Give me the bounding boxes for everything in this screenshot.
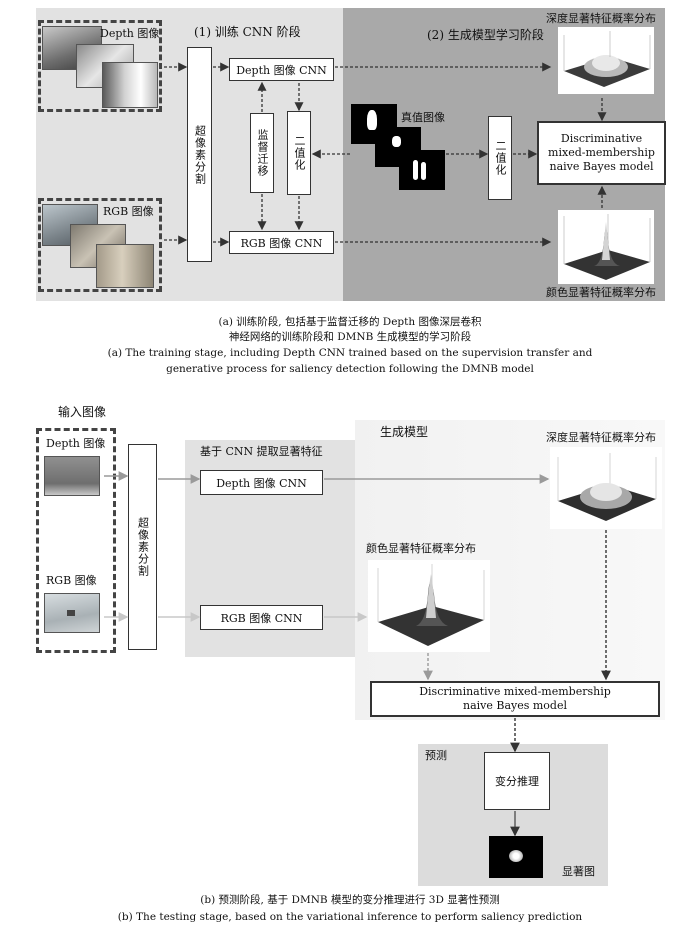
depth-cnn-label-a: Depth 图像 CNN <box>236 63 327 77</box>
rgb-cnn-label-a: RGB 图像 CNN <box>240 236 323 250</box>
color-dist-label-a: 颜色显著特征概率分布 <box>546 286 656 299</box>
depth-cnn-box-b: Depth 图像 CNN <box>200 470 323 495</box>
depth-photo-b <box>44 456 100 496</box>
gt-blob-2 <box>392 136 401 147</box>
generative-label: 生成模型 <box>380 425 429 439</box>
depth-input-label-b: Depth 图像 <box>46 437 106 450</box>
dmnb-label-b: Discriminative mixed-membership naive Ba… <box>419 684 611 712</box>
saliency-blob <box>509 850 523 862</box>
gt-blob-3 <box>413 160 418 180</box>
superpixel-box-b: 超像素分割 <box>128 444 157 650</box>
supervision-label: 监督迁移 <box>256 129 269 177</box>
depth-cnn-label-b: Depth 图像 CNN <box>216 476 307 490</box>
depth-dist-plot-a <box>558 27 654 94</box>
caption-b-line2: (b) The testing stage, based on the vari… <box>117 911 583 923</box>
depth-cnn-box-a: Depth 图像 CNN <box>229 58 334 81</box>
gt-blob-1 <box>367 110 377 130</box>
rgb-input-group <box>38 198 162 292</box>
binarize-label-a: 二值化 <box>293 135 306 171</box>
rgb-input-label: RGB 图像 <box>103 205 154 218</box>
rgb-cnn-box-a: RGB 图像 CNN <box>229 231 334 254</box>
depth-dist-label-a: 深度显著特征概率分布 <box>546 12 656 25</box>
binarize-label-b: 二值化 <box>494 140 507 176</box>
predict-label: 预测 <box>425 749 447 762</box>
caption-a-line4: generative process for saliency detectio… <box>166 363 534 375</box>
depth-input-label: Depth 图像 <box>100 27 160 40</box>
saliency-label: 显著图 <box>562 865 595 878</box>
caption-a-line2: 神经网络的训练阶段和 DMNB 生成模型的学习阶段 <box>228 331 472 343</box>
rgb-photo-b <box>44 593 100 633</box>
supervision-box: 监督迁移 <box>250 113 274 193</box>
superpixel-box-a: 超像素分割 <box>187 47 212 262</box>
variational-label: 变分推理 <box>495 775 539 788</box>
dmnb-box-b: Discriminative mixed-membership naive Ba… <box>370 681 660 717</box>
depth-dist-plot-b <box>550 447 662 529</box>
rgb-cnn-label-b: RGB 图像 CNN <box>220 611 303 625</box>
gt-blob-4 <box>421 162 426 180</box>
ground-truth-label: 真值图像 <box>401 111 445 124</box>
color-dist-label-b: 颜色显著特征概率分布 <box>366 542 476 555</box>
superpixel-label-a: 超像素分割 <box>193 124 207 185</box>
stage2-label: (2) 生成模型学习阶段 <box>427 28 544 42</box>
caption-a-line1: (a) 训练阶段, 包括基于监督迁移的 Depth 图像深层卷积 <box>218 316 482 328</box>
arrows-a <box>164 62 607 247</box>
depth-input-group <box>38 20 162 112</box>
input-label-b: 输入图像 <box>58 405 107 419</box>
binarize-box-a: 二值化 <box>287 111 311 195</box>
input-group-b <box>36 428 116 653</box>
superpixel-label-b: 超像素分割 <box>136 517 150 577</box>
rgb-photo-3 <box>96 244 154 288</box>
binarize-box-b: 二值化 <box>488 116 512 200</box>
color-dist-plot-a <box>558 210 654 284</box>
arrows-b <box>104 471 611 837</box>
dmnb-label-a: Discriminative mixed-membership naive Ba… <box>548 132 655 173</box>
stage1-label: (1) 训练 CNN 阶段 <box>194 25 301 39</box>
cnn-feature-label: 基于 CNN 提取显著特征 <box>200 445 323 458</box>
caption-a-line3: (a) The training stage, including Depth … <box>107 347 593 359</box>
depth-photo-3 <box>102 62 158 108</box>
rgb-input-label-b: RGB 图像 <box>46 574 97 587</box>
color-dist-plot-b <box>368 560 490 652</box>
rgb-photo-b-detail <box>67 610 75 616</box>
variational-box: 变分推理 <box>484 752 550 810</box>
depth-dist-label-b: 深度显著特征概率分布 <box>546 431 656 444</box>
caption-b-line1: (b) 预测阶段, 基于 DMNB 模型的变分推理进行 3D 显著性预测 <box>200 894 500 906</box>
dmnb-box-a: Discriminative mixed-membership naive Ba… <box>537 121 666 185</box>
saliency-map-image <box>489 836 543 878</box>
rgb-cnn-box-b: RGB 图像 CNN <box>200 605 323 630</box>
